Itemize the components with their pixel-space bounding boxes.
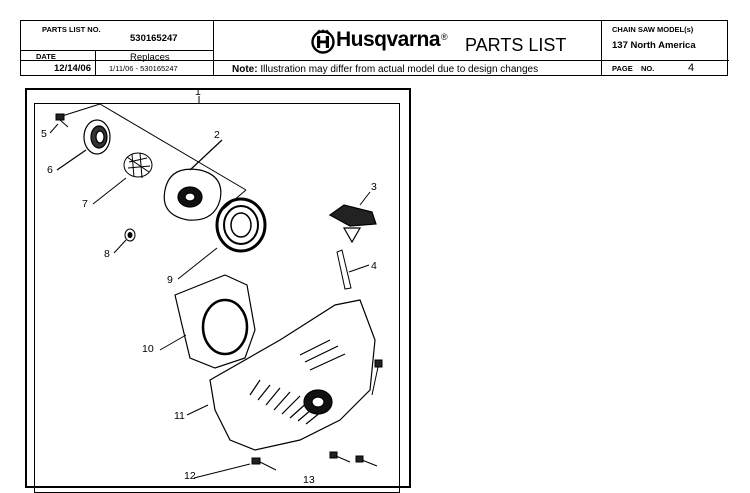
divider	[601, 21, 602, 75]
callout-12: 12	[184, 470, 196, 482]
parts-list-header	[20, 20, 729, 76]
model-label: CHAIN SAW MODEL(s)	[612, 25, 694, 34]
divider	[95, 50, 96, 75]
replaces-value: 1/11/06 - 530165247	[109, 64, 178, 73]
callout-5: 5	[41, 128, 47, 140]
part-9-recoil-spring	[177, 197, 267, 280]
brand-name: Husqvarna®	[336, 28, 448, 51]
divider	[21, 50, 213, 51]
date-value: 12/14/06	[54, 63, 91, 74]
callout-13: 13	[303, 474, 315, 486]
replaces-label: Replaces	[130, 52, 170, 63]
date-label: DATE	[36, 52, 56, 61]
page-number: 4	[688, 62, 695, 74]
callout-2: 2	[214, 129, 220, 141]
group-bracket	[99, 103, 247, 191]
document-title: PARTS LIST	[465, 35, 567, 55]
part-4-rope	[336, 249, 370, 290]
part-7-spring-pawl	[92, 152, 153, 205]
callout-8: 8	[104, 248, 110, 260]
part-6-pulley	[56, 119, 111, 171]
part-2-plate	[163, 139, 223, 221]
callout-9: 9	[167, 274, 173, 286]
husqvarna-crown-h-logo-icon	[311, 29, 335, 54]
part-11-starter-housing	[186, 299, 376, 451]
callout-1: 1	[195, 86, 201, 98]
illustration-note: Note: Illustration may differ from actua…	[232, 64, 539, 75]
page-no-label: NO.	[641, 64, 655, 73]
housing-screws	[193, 359, 383, 479]
callout-10: 10	[142, 343, 154, 355]
divider	[213, 21, 214, 75]
exploded-parts-diagram	[49, 96, 383, 479]
callout-3: 3	[371, 181, 377, 193]
parts-list-no-label: PARTS LIST NO.	[42, 25, 101, 34]
part-10-fan-housing	[159, 274, 256, 369]
group-bracket	[61, 103, 101, 117]
callout-7: 7	[82, 198, 88, 210]
callout-11: 11	[174, 410, 185, 422]
callout-4: 4	[371, 260, 377, 272]
parts-list-number: 530165247	[130, 33, 178, 44]
part-5-screw	[49, 113, 69, 134]
part-8-washer	[113, 228, 136, 254]
divider	[21, 60, 729, 61]
model-value: 137 North America	[612, 40, 696, 51]
callout-6: 6	[47, 164, 53, 176]
part-3-handle	[328, 191, 377, 244]
page-label: PAGE	[612, 64, 633, 73]
